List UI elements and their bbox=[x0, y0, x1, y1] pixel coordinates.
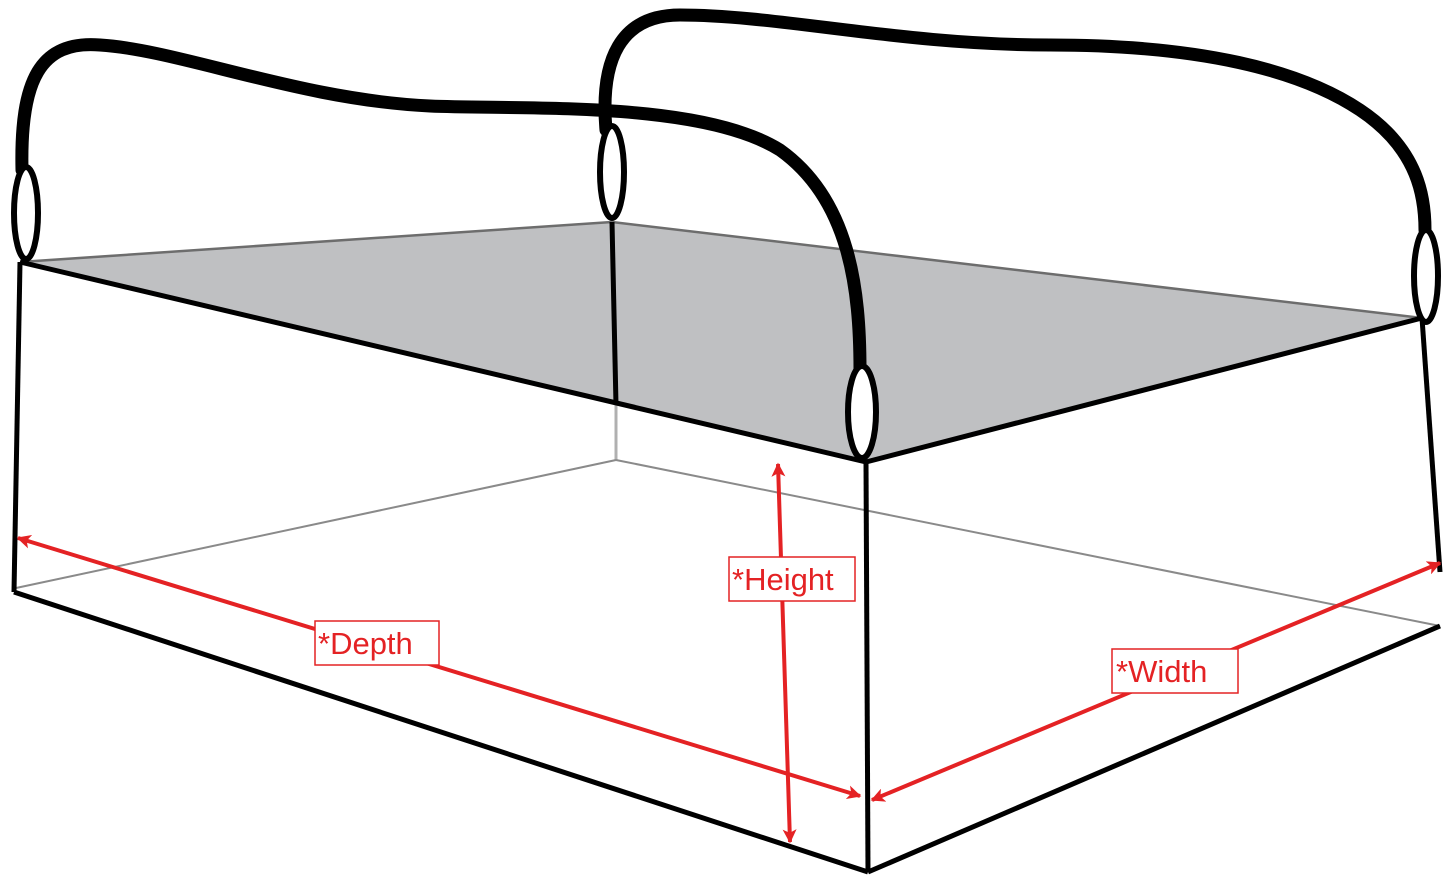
depth-label: *Depth bbox=[318, 626, 413, 661]
handle-loop-front bbox=[845, 363, 879, 461]
top-edge-back-left bbox=[19, 220, 613, 264]
handle-loop-back bbox=[597, 123, 627, 221]
hidden-edge-bottom-left bbox=[15, 459, 617, 589]
handle-loop-left bbox=[11, 164, 41, 262]
handle-back bbox=[598, 8, 1432, 237]
handle-loop-right bbox=[1411, 227, 1441, 325]
width-label-group: *Width bbox=[1111, 648, 1239, 694]
height-arrow bbox=[771, 462, 797, 844]
width-label: *Width bbox=[1116, 654, 1207, 689]
handle-front bbox=[15, 38, 867, 377]
box-top-surface bbox=[20, 222, 1422, 462]
top-edge-back-right bbox=[611, 220, 1423, 320]
height-label-group: *Height bbox=[728, 556, 856, 602]
depth-arrow bbox=[16, 534, 862, 800]
depth-label-group: *Depth bbox=[314, 620, 440, 666]
height-label: *Height bbox=[732, 562, 834, 597]
